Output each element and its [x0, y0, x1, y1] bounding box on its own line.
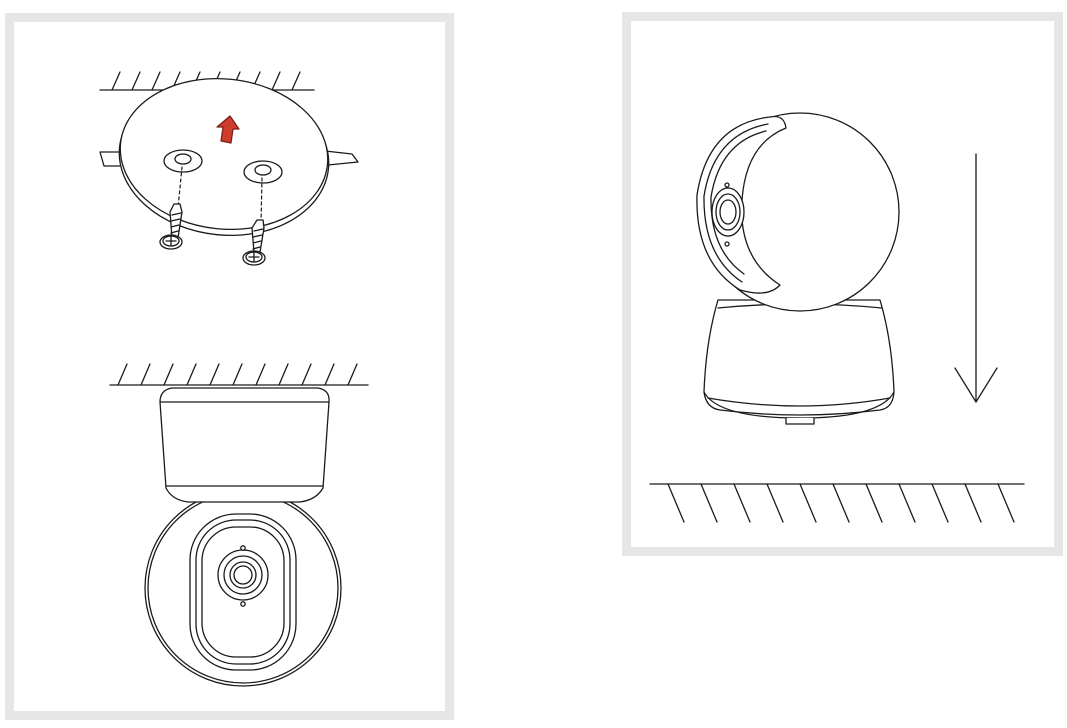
hatch-mark: [301, 363, 312, 386]
mounting-base: [99, 77, 359, 237]
hatch-mark: [151, 71, 161, 91]
hatch-mark: [186, 363, 197, 386]
hatch-mark: [700, 483, 718, 523]
hatch-mark: [111, 71, 121, 91]
screw-right: [242, 219, 266, 266]
hatch-mark: [255, 363, 266, 386]
hatch-mark: [997, 483, 1015, 523]
hatch-mark: [964, 483, 982, 523]
camera-base-standing: [703, 299, 895, 419]
table-surface: [649, 483, 1025, 523]
hatch-mark: [931, 483, 949, 523]
hatch-mark: [271, 71, 281, 91]
down-arrow-icon: [954, 153, 998, 403]
hatch-mark: [278, 363, 289, 386]
hatch-mark: [347, 363, 358, 386]
camera-lens: [217, 549, 269, 601]
hatch-mark: [209, 363, 220, 386]
ceiling-camera: [144, 387, 342, 687]
table-camera: [696, 112, 900, 425]
hatch-mark: [117, 363, 128, 386]
hatch-mark: [163, 363, 174, 386]
hatch-mark: [291, 71, 301, 91]
hatch-mark: [667, 483, 685, 523]
hatch-mark: [324, 363, 335, 386]
camera-lens-side: [711, 187, 745, 237]
hatch-mark: [865, 483, 883, 523]
red-up-arrow-icon: [216, 115, 240, 144]
ceiling-bottom: [109, 363, 369, 386]
hatch-mark: [799, 483, 817, 523]
hatch-mark: [898, 483, 916, 523]
screw-left: [159, 203, 183, 250]
hatch-mark: [140, 363, 151, 386]
camera-base: [159, 387, 330, 503]
hatch-mark: [766, 483, 784, 523]
hatch-mark: [232, 363, 243, 386]
hatch-mark: [733, 483, 751, 523]
hatch-mark: [832, 483, 850, 523]
hatch-mark: [131, 71, 141, 91]
